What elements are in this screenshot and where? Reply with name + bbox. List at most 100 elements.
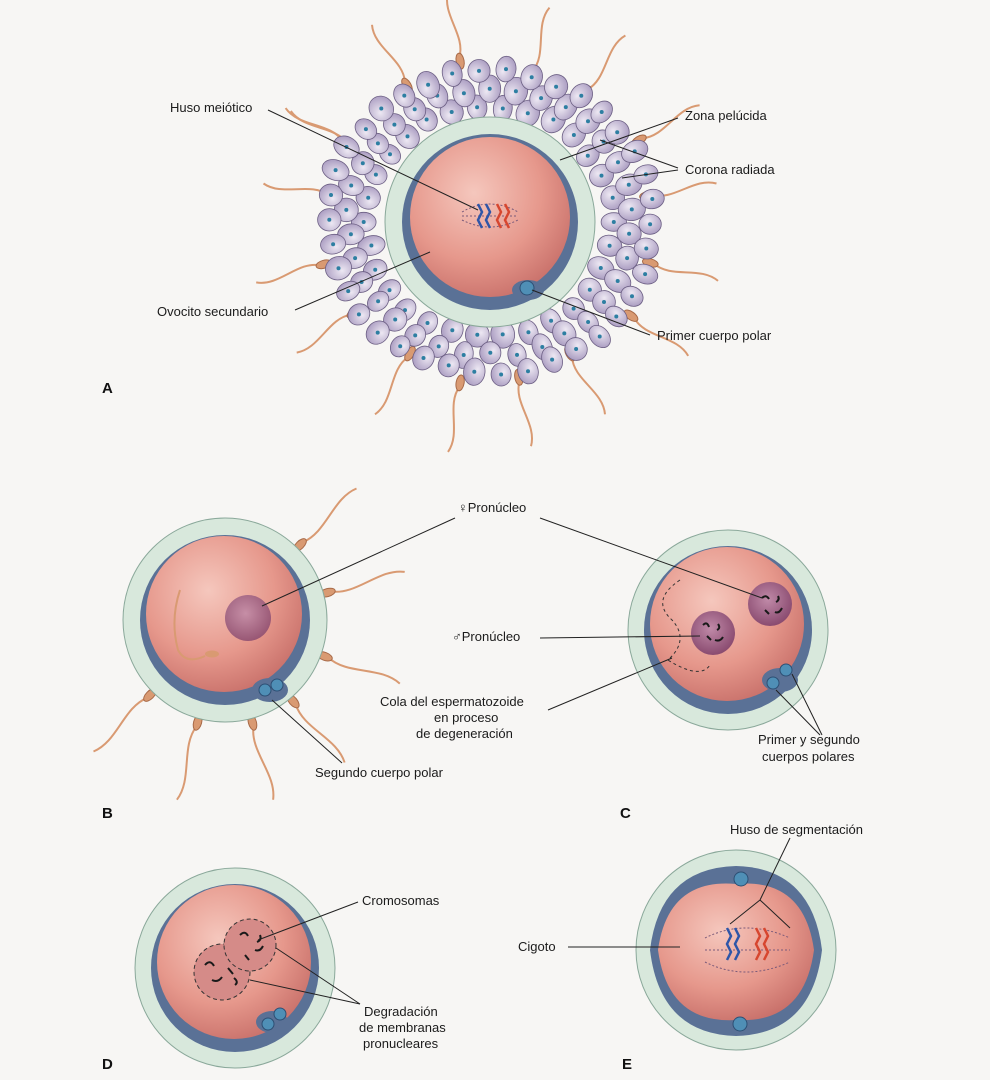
corona-cell-nucleus bbox=[475, 332, 480, 337]
oocyte-cytoplasm-b bbox=[146, 536, 302, 692]
corona-cell-nucleus bbox=[616, 160, 620, 165]
corona-cell-nucleus bbox=[549, 318, 554, 323]
sperm-tail bbox=[252, 726, 275, 800]
corona-cell-nucleus bbox=[356, 312, 361, 317]
corona-cell-nucleus bbox=[329, 193, 333, 197]
leader-primer-segundo-2 bbox=[791, 673, 823, 736]
corona-cell-nucleus bbox=[425, 321, 430, 325]
sperm-tail bbox=[633, 317, 690, 357]
sperm-tail-inside-b bbox=[173, 589, 206, 661]
leader-corona-2 bbox=[621, 169, 679, 179]
sperm-head bbox=[455, 374, 465, 392]
corona-cell-nucleus bbox=[650, 197, 655, 201]
sperm-tail bbox=[371, 24, 406, 83]
corona-cell-nucleus bbox=[412, 107, 417, 112]
corona-cell-nucleus bbox=[398, 344, 403, 349]
leader-huso-seg-1 bbox=[759, 837, 791, 901]
sperm-tail bbox=[93, 696, 148, 753]
label-zona-pelucida: Zona pelúcida bbox=[685, 108, 767, 123]
female-pronucleus-b bbox=[225, 595, 271, 641]
sperm-head-inside-b bbox=[205, 650, 219, 658]
corona-cell-nucleus bbox=[540, 345, 545, 349]
sperm-tail bbox=[642, 104, 700, 140]
corona-cell-nucleus bbox=[375, 141, 380, 146]
label-segundo-cuerpo-polar: Segundo cuerpo polar bbox=[315, 765, 444, 780]
chromosomes-d bbox=[204, 931, 264, 986]
corona-cell-nucleus bbox=[598, 266, 603, 270]
corona-cell-nucleus bbox=[550, 357, 555, 362]
label-pronucleo-femenino: ♀Pronúcleo bbox=[458, 500, 526, 515]
corona-cell-nucleus bbox=[421, 356, 426, 360]
sperm-tail bbox=[296, 313, 351, 354]
polar-body-c2 bbox=[779, 663, 793, 677]
first-polar-body-a bbox=[519, 280, 535, 296]
label-primer-segundo-1: Primer y segundo bbox=[758, 732, 860, 747]
polar-body-b2 bbox=[270, 678, 284, 692]
sperm-tail bbox=[256, 263, 321, 284]
corona-cell-nucleus bbox=[369, 243, 374, 248]
corona-cell-nucleus bbox=[500, 106, 505, 111]
oocyte-cytoplasm-a bbox=[410, 137, 570, 297]
female-pronucleus-c bbox=[748, 582, 792, 626]
sperm-tail bbox=[571, 356, 606, 415]
corona-cell-nucleus bbox=[487, 86, 492, 91]
corona-cell-nucleus bbox=[450, 328, 455, 333]
sperm-tail bbox=[517, 380, 534, 447]
corona-cell-nucleus bbox=[630, 294, 634, 299]
sperm-tail bbox=[176, 725, 198, 801]
corona-cell-nucleus bbox=[615, 130, 620, 135]
label-primer-cuerpo-polar: Primer cuerpo polar bbox=[657, 328, 772, 343]
leader-huso-seg-2 bbox=[729, 899, 761, 925]
label-primer-segundo-2: cuerpos polares bbox=[762, 749, 855, 764]
sperm-tail bbox=[331, 570, 405, 593]
sperm-tail bbox=[302, 487, 357, 544]
corona-cell-nucleus bbox=[515, 352, 519, 357]
corona-cell-nucleus bbox=[424, 117, 429, 122]
corona-cell-nucleus bbox=[331, 242, 336, 247]
corona-cell-nucleus bbox=[614, 314, 619, 319]
leader-degradacion-1 bbox=[249, 979, 361, 1005]
polar-body-b1 bbox=[258, 683, 272, 697]
leader-pronucleo-masc-c bbox=[539, 635, 701, 639]
sperm-tail bbox=[262, 182, 330, 196]
corona-cell-nucleus bbox=[587, 287, 592, 292]
corona-cell-nucleus bbox=[360, 161, 365, 166]
corona-cell-nucleus bbox=[643, 272, 648, 277]
meiotic-spindle-a bbox=[461, 203, 519, 229]
corona-cell-nucleus bbox=[461, 91, 466, 96]
corona-cell-nucleus bbox=[648, 222, 653, 227]
corona-cell-nucleus bbox=[436, 344, 441, 349]
sperm-tail bbox=[586, 34, 626, 91]
corona-cell-nucleus bbox=[461, 353, 466, 357]
label-cromosomas: Cromosomas bbox=[362, 893, 440, 908]
corona-cell-nucleus bbox=[405, 134, 410, 139]
panel-letter-e: E bbox=[622, 1056, 632, 1073]
corona-cell-nucleus bbox=[499, 372, 504, 377]
corona-cell-nucleus bbox=[585, 153, 590, 158]
label-cigoto: Cigoto bbox=[518, 939, 556, 954]
corona-cell-nucleus bbox=[392, 122, 397, 127]
label-degradacion-3: pronucleares bbox=[363, 1036, 439, 1051]
male-pronucleus-c bbox=[691, 611, 735, 655]
corona-cell-nucleus bbox=[373, 172, 378, 177]
label-cola-2: en proceso bbox=[434, 710, 498, 725]
corona-cell-nucleus bbox=[446, 363, 451, 368]
corona-cell-nucleus bbox=[529, 75, 534, 80]
corona-cell-nucleus bbox=[402, 93, 407, 98]
panel-d-chromosomes: Cromosomas Degradación de membranas pron… bbox=[102, 867, 446, 1073]
corona-cell-nucleus bbox=[327, 217, 332, 222]
panel-a-oocyte: Huso meiótico Zona pelúcida Corona radia… bbox=[102, 0, 775, 453]
degrading-membrane-d2 bbox=[223, 918, 277, 972]
sperm-tail bbox=[374, 356, 409, 416]
corona-cell-nucleus bbox=[599, 110, 604, 114]
leader-corona-1 bbox=[599, 139, 679, 169]
sperm-tail bbox=[446, 0, 462, 58]
corona-cell-nucleus bbox=[602, 300, 606, 304]
corona-cell-nucleus bbox=[615, 279, 620, 283]
corona-cell-nucleus bbox=[579, 93, 584, 98]
corona-cell-nucleus bbox=[477, 68, 481, 73]
corona-cell-nucleus bbox=[610, 195, 615, 200]
corona-cell-nucleus bbox=[387, 288, 392, 293]
corona-cell-nucleus bbox=[426, 82, 431, 87]
polar-body-e2 bbox=[732, 1016, 748, 1032]
